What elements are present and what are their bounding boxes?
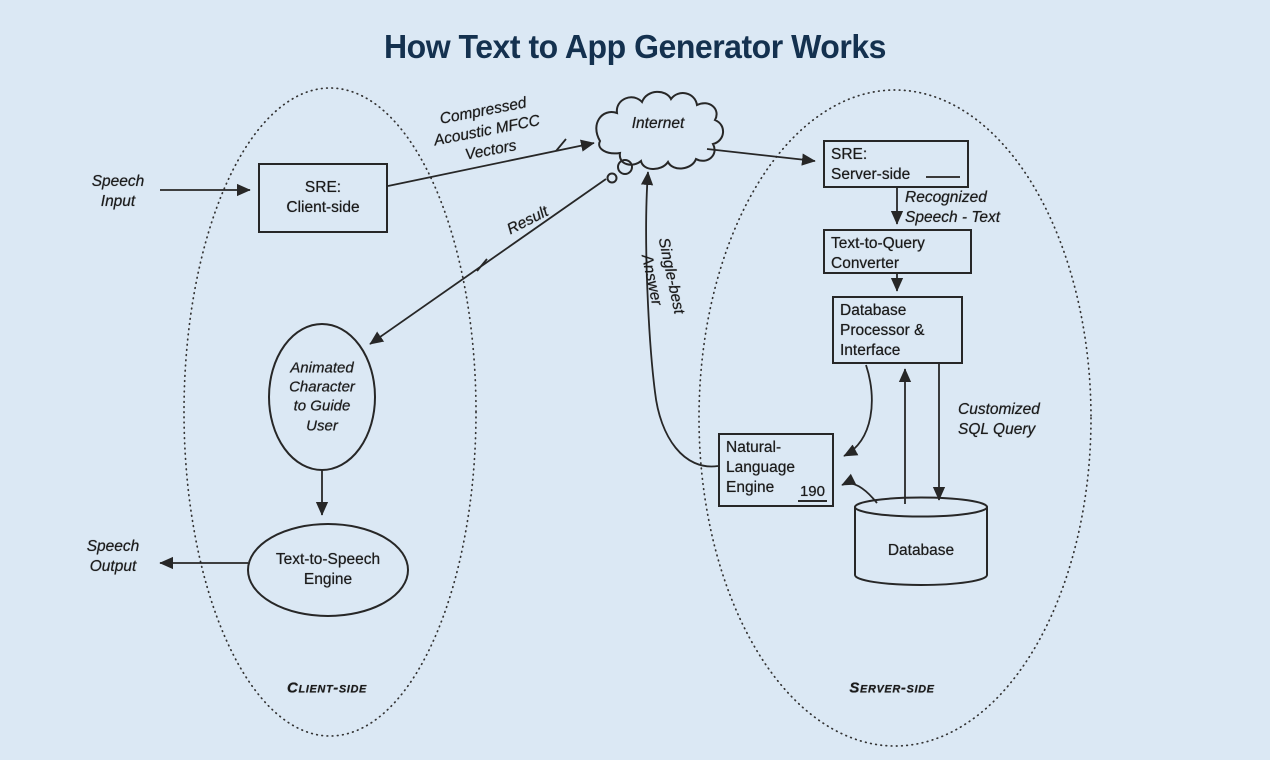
tts-engine-ellipse: [247, 523, 409, 617]
cylinder-body: [854, 507, 988, 586]
processor-to-nl-engine-curve: [843, 364, 873, 457]
speech-output-label: Speech Output: [86, 538, 140, 575]
nl-engine-ref-number: 190: [797, 483, 827, 502]
text-to-query-label: Text-to-Query Converter: [831, 235, 925, 273]
internet-cloud: [595, 90, 724, 184]
mfcc-lead-tick: [555, 138, 567, 152]
mfcc-vectors-arrow: [387, 139, 595, 187]
recognized-speech-label: Recognized Speech - Text: [905, 189, 1001, 226]
nl-engine-label: Natural- Language Engine: [726, 439, 795, 497]
cloud-bubble-small: [606, 172, 618, 184]
server-region-label: Server-side: [849, 679, 935, 697]
database-cylinder: [854, 496, 988, 586]
client-region-label: Client-side: [287, 679, 367, 697]
nl-engine-box: Natural- Language Engine 190: [718, 433, 834, 507]
db-processor-label: Database Processor & Interface: [840, 302, 925, 360]
sre-server-ref-underline: [926, 176, 960, 178]
database-label: Database: [887, 542, 955, 560]
db-processor-box: Database Processor & Interface: [832, 296, 963, 364]
client-region-boundary: [183, 87, 477, 737]
sre-server-box: SRE: Server-side: [823, 140, 969, 188]
tts-engine-label: Text-to-Speech Engine: [275, 551, 381, 588]
animated-character-label: Animated Character to Guide User: [289, 359, 355, 435]
speech-input-label: Speech Input: [91, 173, 145, 210]
sre-server-label: SRE: Server-side: [831, 146, 911, 184]
page-title: How Text to App Generator Works: [384, 28, 886, 65]
server-region-boundary: [698, 89, 1092, 747]
cylinder-top: [854, 496, 988, 518]
text-to-query-box: Text-to-Query Converter: [823, 229, 972, 274]
sre-client-label: SRE: Client-side: [286, 178, 360, 216]
internet-label: Internet: [631, 115, 685, 133]
sre-client-box: SRE: Client-side: [258, 163, 388, 233]
internet-to-sre-server-arrow: [706, 148, 816, 166]
cloud-outline: [595, 90, 724, 170]
cloud-bubble-large: [617, 159, 633, 175]
single-best-answer-curve: [640, 171, 719, 468]
database-to-nl-engine-curve: [841, 473, 878, 504]
result-arrow: [369, 178, 607, 345]
result-lead-tick: [476, 258, 488, 272]
customized-sql-label: Customized SQL Query: [958, 401, 1040, 438]
